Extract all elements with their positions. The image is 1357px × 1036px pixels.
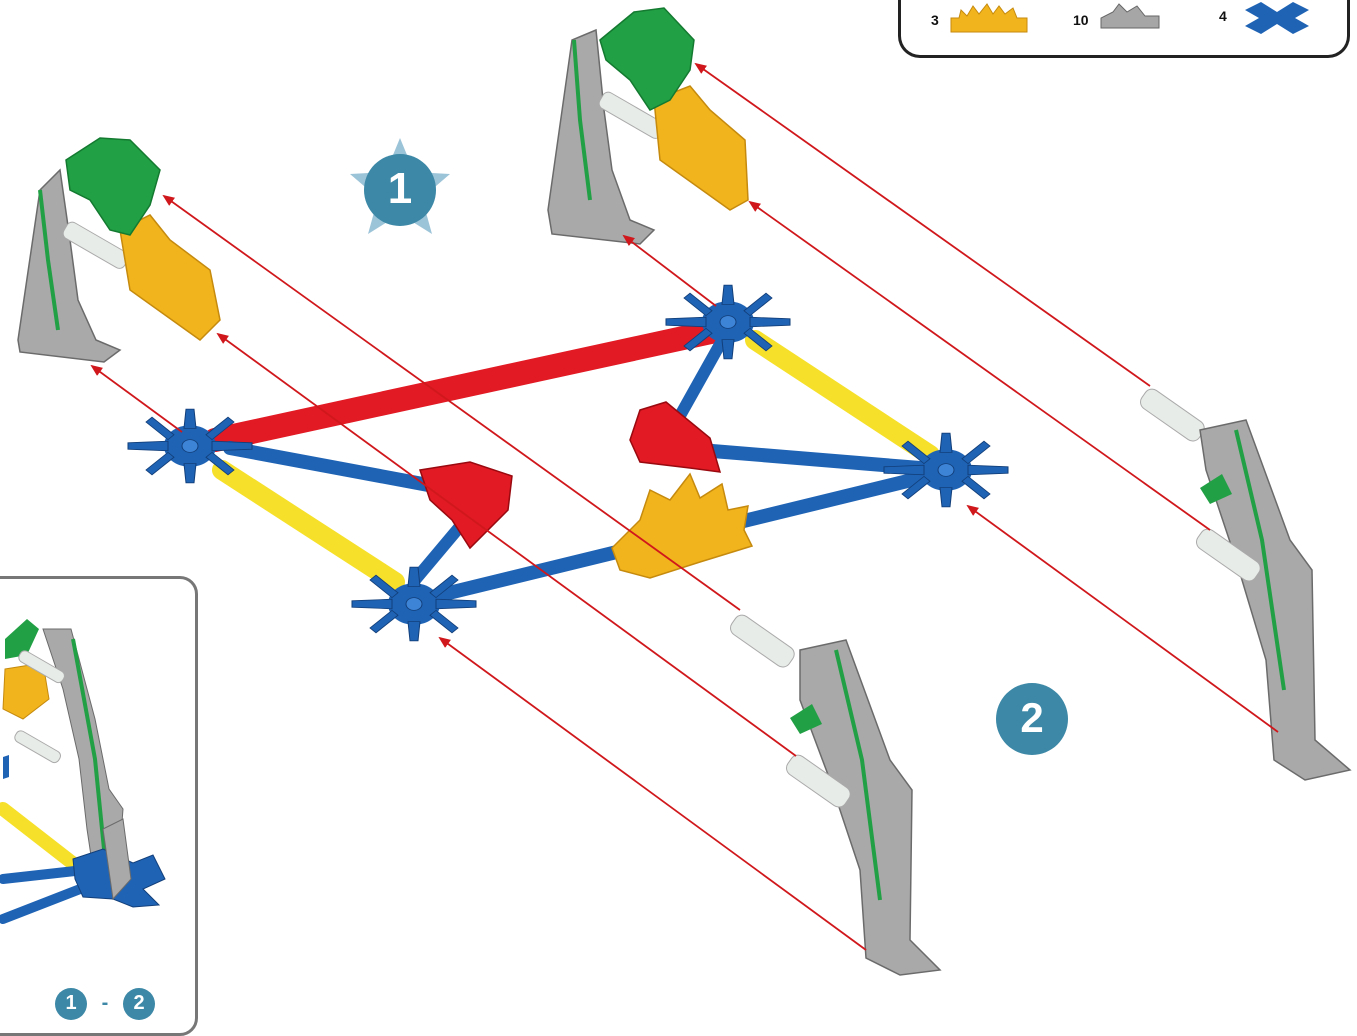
blue-connector-part-icon bbox=[1245, 2, 1309, 34]
side-tower-left bbox=[17, 137, 221, 363]
gray-connector-part-icon bbox=[1100, 3, 1160, 29]
guide-arrows bbox=[90, 62, 1279, 951]
inset-preview: 1 - 2 bbox=[0, 576, 198, 1036]
inset-step-from: 1 bbox=[65, 992, 77, 1014]
part-qty-blue: 4 bbox=[1219, 8, 1227, 24]
arrow-5 bbox=[694, 62, 1151, 387]
step-2-badge bbox=[996, 683, 1068, 755]
side-tower-lower bbox=[730, 614, 942, 976]
inset-preview-image bbox=[0, 619, 166, 1020]
arrow-2 bbox=[622, 234, 717, 307]
arrow-7 bbox=[162, 194, 741, 611]
step-1-badge bbox=[350, 138, 450, 234]
inset-step-to: 2 bbox=[133, 992, 145, 1014]
step-1-number: 1 bbox=[387, 164, 413, 213]
arrow-3 bbox=[966, 504, 1279, 733]
step-2-number: 2 bbox=[1020, 694, 1044, 741]
part-qty-gray: 10 bbox=[1073, 12, 1089, 28]
arrow-1 bbox=[90, 364, 183, 433]
inset-step-dash: - bbox=[101, 992, 109, 1014]
part-qty-yellow: 3 bbox=[931, 12, 939, 28]
base-frame bbox=[127, 284, 1009, 642]
assembly-diagram bbox=[17, 7, 1352, 976]
side-tower-upper bbox=[547, 7, 749, 245]
arrow-4 bbox=[438, 636, 867, 951]
parts-list-box: 3 10 4 bbox=[898, 0, 1350, 58]
side-tower-right bbox=[1140, 388, 1352, 781]
yellow-gear-part-icon bbox=[950, 3, 1028, 33]
arrow-6 bbox=[748, 200, 1211, 531]
arrow-8 bbox=[216, 332, 797, 757]
